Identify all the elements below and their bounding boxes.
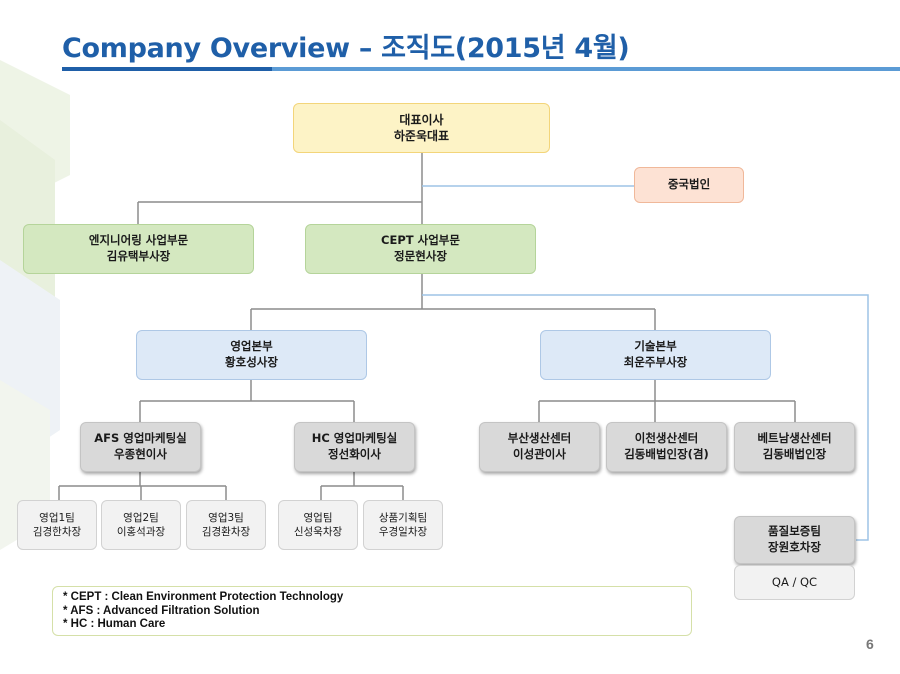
team-box: 영업1팀 김경한차장 (17, 500, 97, 550)
quality-role: 품질보증팀 (768, 524, 821, 539)
note-line: * CEPT : Clean Environment Protection Te… (63, 591, 344, 603)
vietnam-name: 김동배법인장 (762, 447, 827, 461)
note-line: * HC : Human Care (63, 618, 166, 630)
qa-qc-box: QA / QC (734, 565, 855, 600)
page-title: Company Overview – 조직도(2015년 4월) (62, 33, 630, 64)
note-line: * AFS : Advanced Filtration Solution (63, 604, 260, 617)
busan-role: 부산생산센터 (507, 431, 572, 446)
page-number: 6 (866, 636, 874, 652)
team-role: 영업2팀 (123, 511, 159, 524)
china-subsidiary-label: 중국법인 (667, 177, 711, 192)
engineering-role: 엔지니어링 사업부문 (88, 233, 189, 248)
sales-hq-name: 황호성사장 (225, 355, 278, 369)
sales-hq-role: 영업본부 (230, 339, 273, 354)
busan-name: 이성관이사 (513, 447, 566, 461)
quality-name: 장원호차장 (768, 540, 821, 554)
ceo-role: 대표이사 (399, 112, 444, 127)
quality-team-box: 품질보증팀 장원호차장 (734, 516, 855, 564)
hc-name: 정선화이사 (328, 447, 381, 461)
icheon-center-box: 이천생산센터 김동배법인장(겸) (606, 422, 727, 472)
team-box: 영업2팀 이홍석과장 (101, 500, 181, 550)
team-role: 영업3팀 (208, 511, 244, 524)
team-box: 상품기획팀 우경일차장 (363, 500, 443, 550)
afs-role: AFS 영업마케팅실 (94, 431, 187, 446)
hc-office-box: HC 영업마케팅실 정선화이사 (294, 422, 415, 472)
tech-hq-name: 최운주부사장 (623, 355, 688, 369)
ceo-name: 하준욱대표 (393, 129, 450, 143)
team-name: 이홍석과장 (116, 526, 166, 538)
team-name: 김경한차장 (32, 526, 82, 538)
afs-office-box: AFS 영업마케팅실 우종현이사 (80, 422, 201, 472)
team-box: 영업팀 신성욱차장 (278, 500, 358, 550)
sales-hq-box: 영업본부 황호성사장 (136, 330, 367, 380)
team-name: 우경일차장 (378, 526, 428, 538)
title-underline (62, 67, 900, 71)
team-name: 김경환차장 (201, 526, 251, 538)
busan-center-box: 부산생산센터 이성관이사 (479, 422, 600, 472)
team-role: 영업팀 (303, 511, 333, 524)
icheon-name: 김동배법인장(겸) (624, 447, 709, 461)
engineering-division-box: 엔지니어링 사업부문 김유택부사장 (23, 224, 254, 274)
vietnam-role: 베트남생산센터 (757, 431, 832, 446)
tech-hq-box: 기술본부 최운주부사장 (540, 330, 771, 380)
icheon-role: 이천생산센터 (634, 431, 699, 446)
cept-name: 정문현사장 (394, 249, 447, 263)
cept-role: CEPT 사업부문 (381, 233, 460, 248)
abbreviation-notes: * CEPT : Clean Environment Protection Te… (52, 586, 692, 636)
team-role: 상품기획팀 (378, 511, 428, 524)
team-role: 영업1팀 (39, 511, 75, 524)
qa-qc-label: QA / QC (771, 574, 818, 589)
team-name: 신성욱차장 (293, 526, 343, 538)
tech-hq-role: 기술본부 (634, 339, 677, 354)
china-subsidiary-box: 중국법인 (634, 167, 744, 203)
engineering-name: 김유택부사장 (106, 249, 171, 263)
ceo-box: 대표이사 하준욱대표 (293, 103, 550, 153)
hc-role: HC 영업마케팅실 (311, 431, 398, 446)
team-box: 영업3팀 김경환차장 (186, 500, 266, 550)
afs-name: 우종현이사 (114, 447, 167, 461)
vietnam-center-box: 베트남생산센터 김동배법인장 (734, 422, 855, 472)
cept-division-box: CEPT 사업부문 정문현사장 (305, 224, 536, 274)
